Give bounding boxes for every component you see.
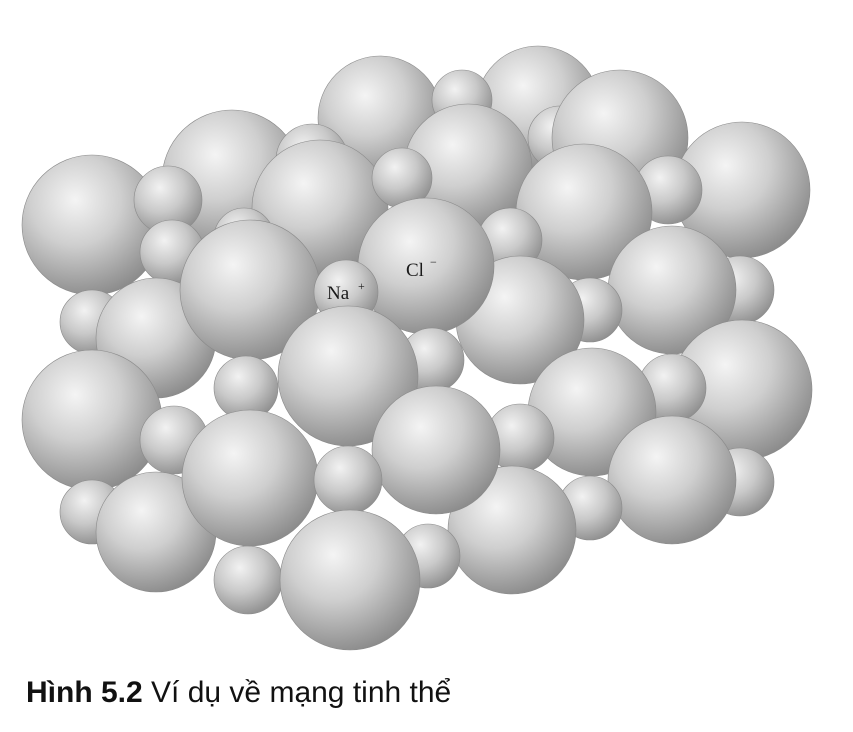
na-ion-label: Na +	[327, 279, 365, 304]
ion-spheres	[21, 45, 813, 651]
figure-caption: Hình 5.2 Ví dụ về mạng tinh thể	[26, 676, 451, 710]
figure-caption-text: Ví dụ về mạng tinh thể	[151, 676, 452, 709]
na-ion-sphere	[213, 545, 283, 615]
cl-charge: −	[430, 255, 437, 269]
cl-ion-sphere	[279, 509, 421, 651]
cl-ion-sphere	[607, 415, 737, 545]
cl-symbol: Cl	[406, 260, 424, 281]
figure-number: Hình 5.2	[26, 676, 143, 709]
cl-ion-sphere	[21, 349, 163, 491]
nacl-lattice-diagram: Na + Cl −	[21, 45, 813, 651]
cl-ion-sphere	[21, 154, 163, 296]
cl-ion-sphere	[181, 409, 319, 547]
na-charge: +	[358, 279, 365, 293]
cl-ion-sphere	[371, 385, 501, 515]
cl-ion-sphere	[447, 465, 577, 595]
cl-ion-label: Cl −	[406, 255, 437, 281]
na-ion-sphere	[313, 445, 383, 515]
na-symbol: Na	[327, 283, 350, 304]
